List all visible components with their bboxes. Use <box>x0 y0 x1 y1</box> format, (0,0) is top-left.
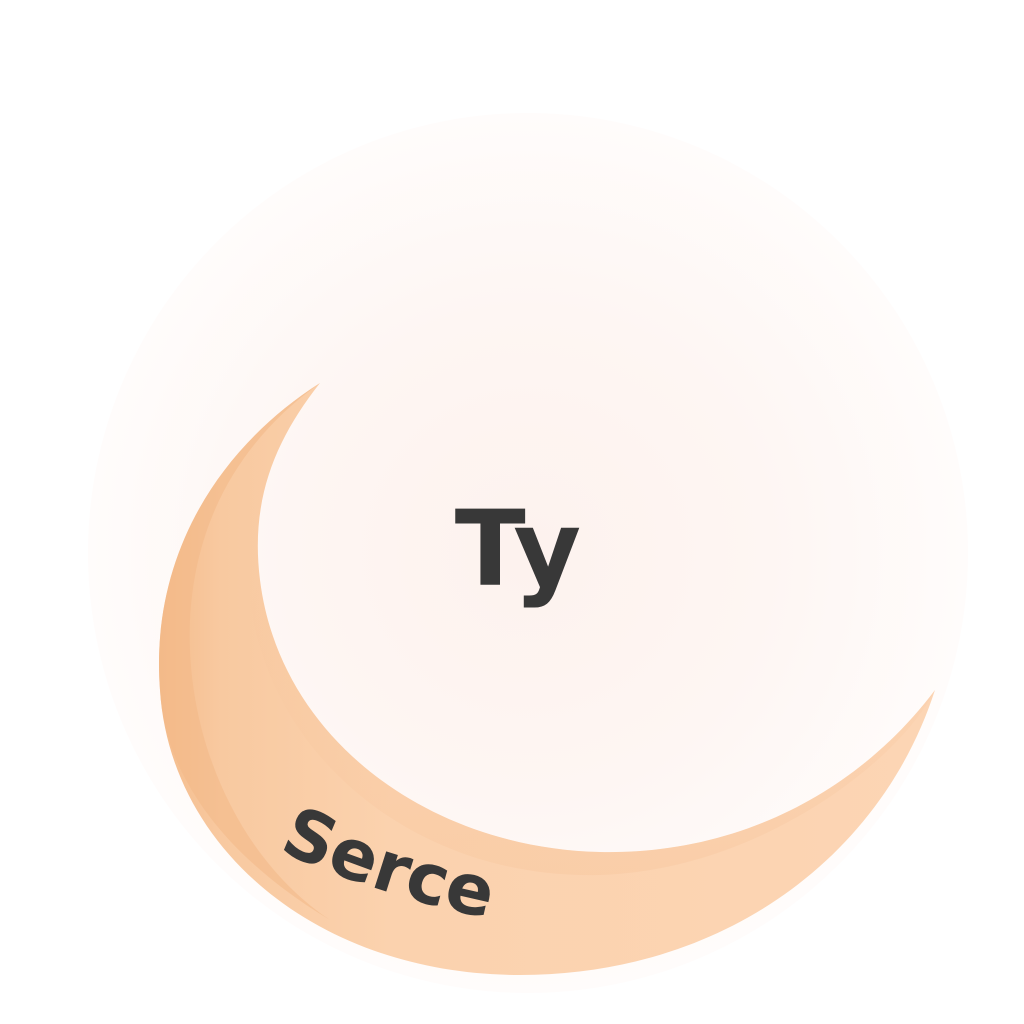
center-label: Ty <box>455 488 581 610</box>
crescent-rim <box>158 383 330 920</box>
heart-crescent <box>158 383 935 975</box>
